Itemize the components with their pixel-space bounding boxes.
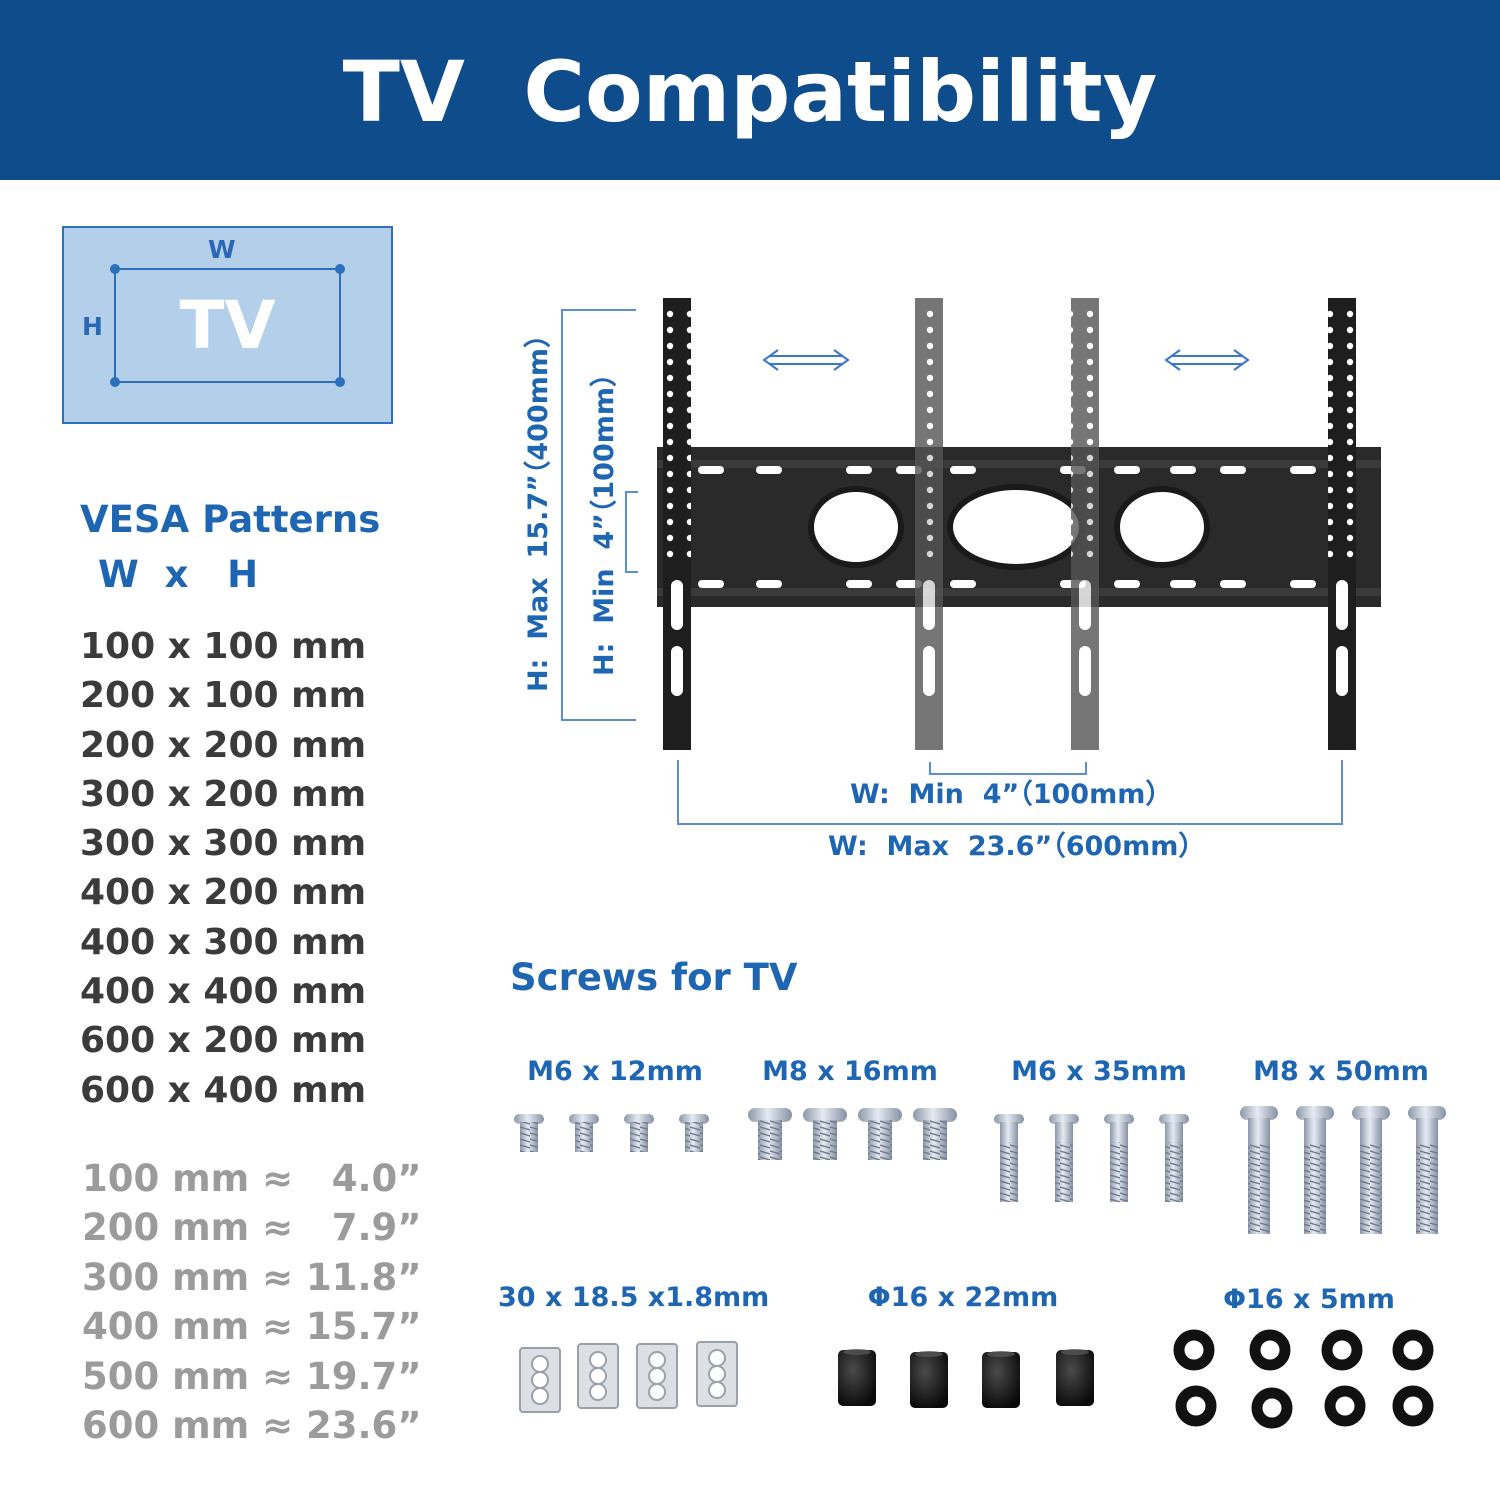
vesa-pattern: 400 x 300 mm bbox=[80, 921, 367, 963]
bracket-arm-inner-left bbox=[915, 298, 943, 750]
washer-plate-label: 30 x 18.5 x1.8mm bbox=[498, 1282, 770, 1313]
header-banner bbox=[0, 0, 1500, 180]
mount-bracket-diagram bbox=[561, 298, 1381, 825]
screw-label-m8x16: M8 x 16mm bbox=[762, 1056, 938, 1087]
conversion-row: 300 mm ≈ 11.8” bbox=[82, 1255, 422, 1299]
tv-diagram bbox=[62, 226, 393, 424]
conversion-row: 200 mm ≈ 7.9” bbox=[82, 1206, 422, 1250]
vesa-pattern: 400 x 200 mm bbox=[80, 872, 367, 914]
conversion-list: 100 mm ≈ 4.0” 200 mm ≈ 7.9” 300 mm ≈ 11.… bbox=[82, 1154, 422, 1450]
height-min-dimension bbox=[625, 491, 638, 573]
vesa-pattern: 300 x 300 mm bbox=[80, 823, 367, 865]
tv-height-label: H bbox=[82, 312, 103, 341]
vesa-pattern: 400 x 400 mm bbox=[80, 971, 367, 1013]
tv-diagram-frame bbox=[110, 264, 345, 387]
slide-arrow-icon bbox=[1164, 349, 1250, 371]
bracket-arm-inner-right bbox=[1071, 298, 1099, 750]
screw-label-m6x12: M6 x 12mm bbox=[527, 1056, 703, 1087]
page-title: TV Compatibility bbox=[342, 43, 1158, 141]
vesa-pattern: 600 x 200 mm bbox=[80, 1020, 367, 1062]
vesa-pattern: 200 x 100 mm bbox=[80, 675, 367, 717]
screws-heading: Screws for TV bbox=[510, 956, 798, 999]
hardware-illustration bbox=[514, 1106, 1446, 1429]
vesa-pattern: 100 x 100 mm bbox=[80, 626, 367, 667]
conversion-row: 500 mm ≈ 19.7” bbox=[82, 1354, 422, 1398]
slide-arrow-icon bbox=[762, 349, 850, 371]
vesa-pattern: 200 x 200 mm bbox=[80, 724, 367, 766]
conversion-row: 600 mm ≈ 23.6” bbox=[82, 1404, 422, 1448]
washer-icon bbox=[1173, 1329, 1434, 1429]
washer-label: Φ16 x 5mm bbox=[1223, 1284, 1395, 1315]
height-max-dimension bbox=[561, 309, 636, 721]
screw-m8x50-icon bbox=[1240, 1106, 1446, 1234]
washer-plate-icon bbox=[519, 1341, 738, 1413]
bracket-arm-right bbox=[1328, 298, 1356, 750]
screw-m6x12-icon bbox=[514, 1114, 709, 1152]
screw-m6x35-icon bbox=[994, 1114, 1189, 1202]
tv-width-label: W bbox=[208, 235, 236, 264]
vesa-pattern-list: 100 x 100 mm 200 x 100 mm 200 x 200 mm 3… bbox=[80, 622, 366, 1115]
screw-m8x16-icon bbox=[748, 1108, 957, 1160]
spacer-label: Φ16 x 22mm bbox=[867, 1282, 1059, 1313]
screw-label-m6x35: M6 x 35mm bbox=[1011, 1056, 1187, 1087]
vesa-heading: VESA Patterns bbox=[80, 498, 381, 541]
conversion-row: 100 mm ≈ 4.0” bbox=[82, 1157, 422, 1200]
tv-label: TV bbox=[179, 287, 276, 364]
vesa-subheading: W x H bbox=[98, 553, 259, 596]
width-max-label: W: Max 23.6”（600mm） bbox=[828, 831, 1206, 862]
spacer-icon bbox=[838, 1350, 1094, 1408]
conversion-row: 400 mm ≈ 15.7” bbox=[82, 1305, 422, 1349]
width-min-dimension bbox=[929, 762, 1087, 775]
height-min-label: H: Min 4”（100mm） bbox=[589, 360, 620, 676]
width-min-label: W: Min 4”（100mm） bbox=[850, 779, 1173, 810]
vesa-pattern: 300 x 200 mm bbox=[80, 773, 367, 815]
width-max-dimension bbox=[677, 760, 1343, 825]
vesa-pattern: 600 x 400 mm bbox=[80, 1069, 367, 1111]
bracket-arm-left bbox=[663, 298, 691, 750]
height-max-label: H: Max 15.7”（400mm） bbox=[523, 321, 554, 692]
screw-label-m8x50: M8 x 50mm bbox=[1253, 1056, 1429, 1087]
